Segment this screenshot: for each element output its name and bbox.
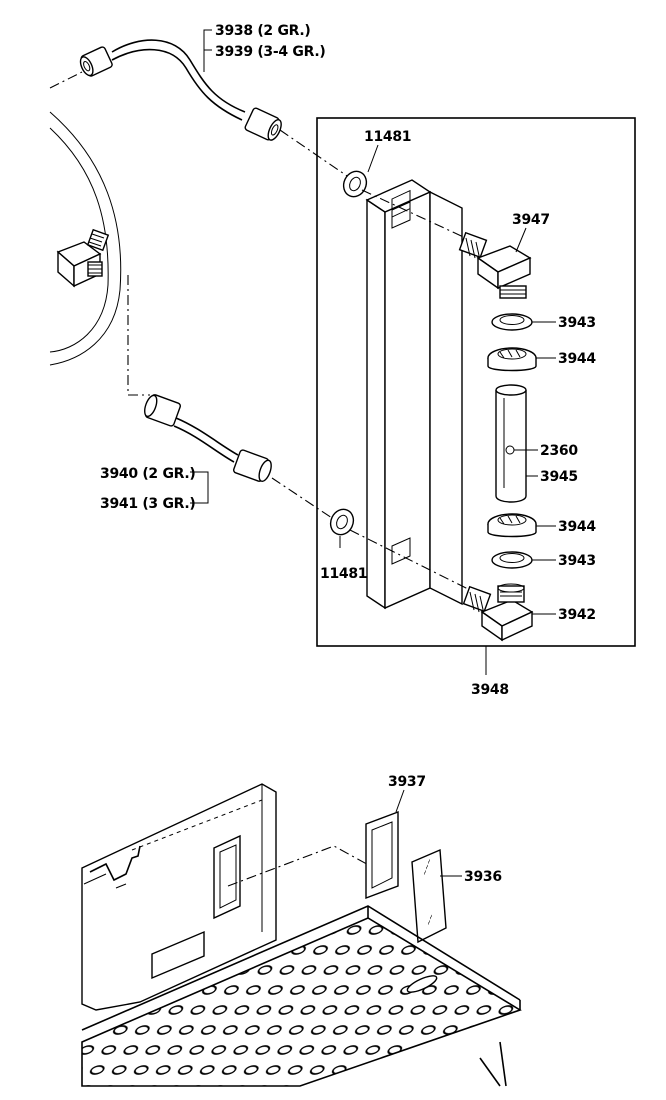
- label-3943-bottom: 3943: [558, 553, 596, 569]
- centerline: [49, 71, 83, 89]
- top-tube-assembly: [79, 39, 282, 141]
- washer-3943-top: [491, 313, 533, 331]
- plate-3936: ~~~ ~~: [411, 848, 447, 944]
- side-panel: [81, 783, 277, 1011]
- label-2360: 2360: [540, 443, 578, 459]
- svg-text:~~: ~~: [424, 913, 436, 927]
- label-11481-bottom: 11481: [320, 566, 367, 582]
- label-3945: 3945: [540, 469, 578, 485]
- label-3936: 3936: [464, 869, 502, 885]
- centerline: [227, 845, 375, 887]
- label-3944-bottom: 3944: [558, 519, 596, 535]
- gauge-channel-bracket: [365, 179, 463, 610]
- leader-3940-3941: [190, 471, 209, 504]
- nut-3944-top: [487, 347, 537, 372]
- label-3948: 3948: [471, 682, 509, 698]
- centerline: [127, 275, 150, 396]
- nut-3944-bottom: [487, 513, 537, 538]
- elbow-3942: [462, 583, 534, 642]
- centerline: [279, 129, 351, 179]
- glass-tube-3945: [495, 384, 527, 503]
- leader-3937: [395, 789, 405, 813]
- label-3941: 3941 (3 GR.): [100, 496, 196, 512]
- machine-body-outline: [49, 111, 122, 366]
- gasket-3937: [365, 810, 399, 900]
- leader-3947: [515, 227, 527, 253]
- label-3937: 3937: [388, 774, 426, 790]
- label-3944-top: 3944: [558, 351, 596, 367]
- label-3939: 3939 (3-4 GR.): [215, 44, 325, 60]
- label-3940: 3940 (2 GR.): [100, 466, 196, 482]
- label-3938: 3938 (2 GR.): [215, 23, 311, 39]
- leader-3938: [203, 29, 212, 72]
- centerline: [271, 477, 336, 521]
- bottom-tube-assembly: [144, 394, 272, 482]
- machine-elbow-fitting: [56, 228, 110, 288]
- elbow-3947: [458, 231, 532, 299]
- assembly-box-3948: [316, 117, 636, 647]
- label-11481-top: 11481: [364, 129, 411, 145]
- label-3947: 3947: [512, 212, 550, 228]
- label-3942: 3942: [558, 607, 596, 623]
- label-3943-top: 3943: [558, 315, 596, 331]
- nut-11481-bottom: [329, 508, 355, 536]
- washer-3943-bottom: [491, 551, 533, 569]
- centerline: [349, 529, 471, 591]
- nut-11481-top: [342, 170, 368, 198]
- leader-11481-top: [367, 144, 379, 173]
